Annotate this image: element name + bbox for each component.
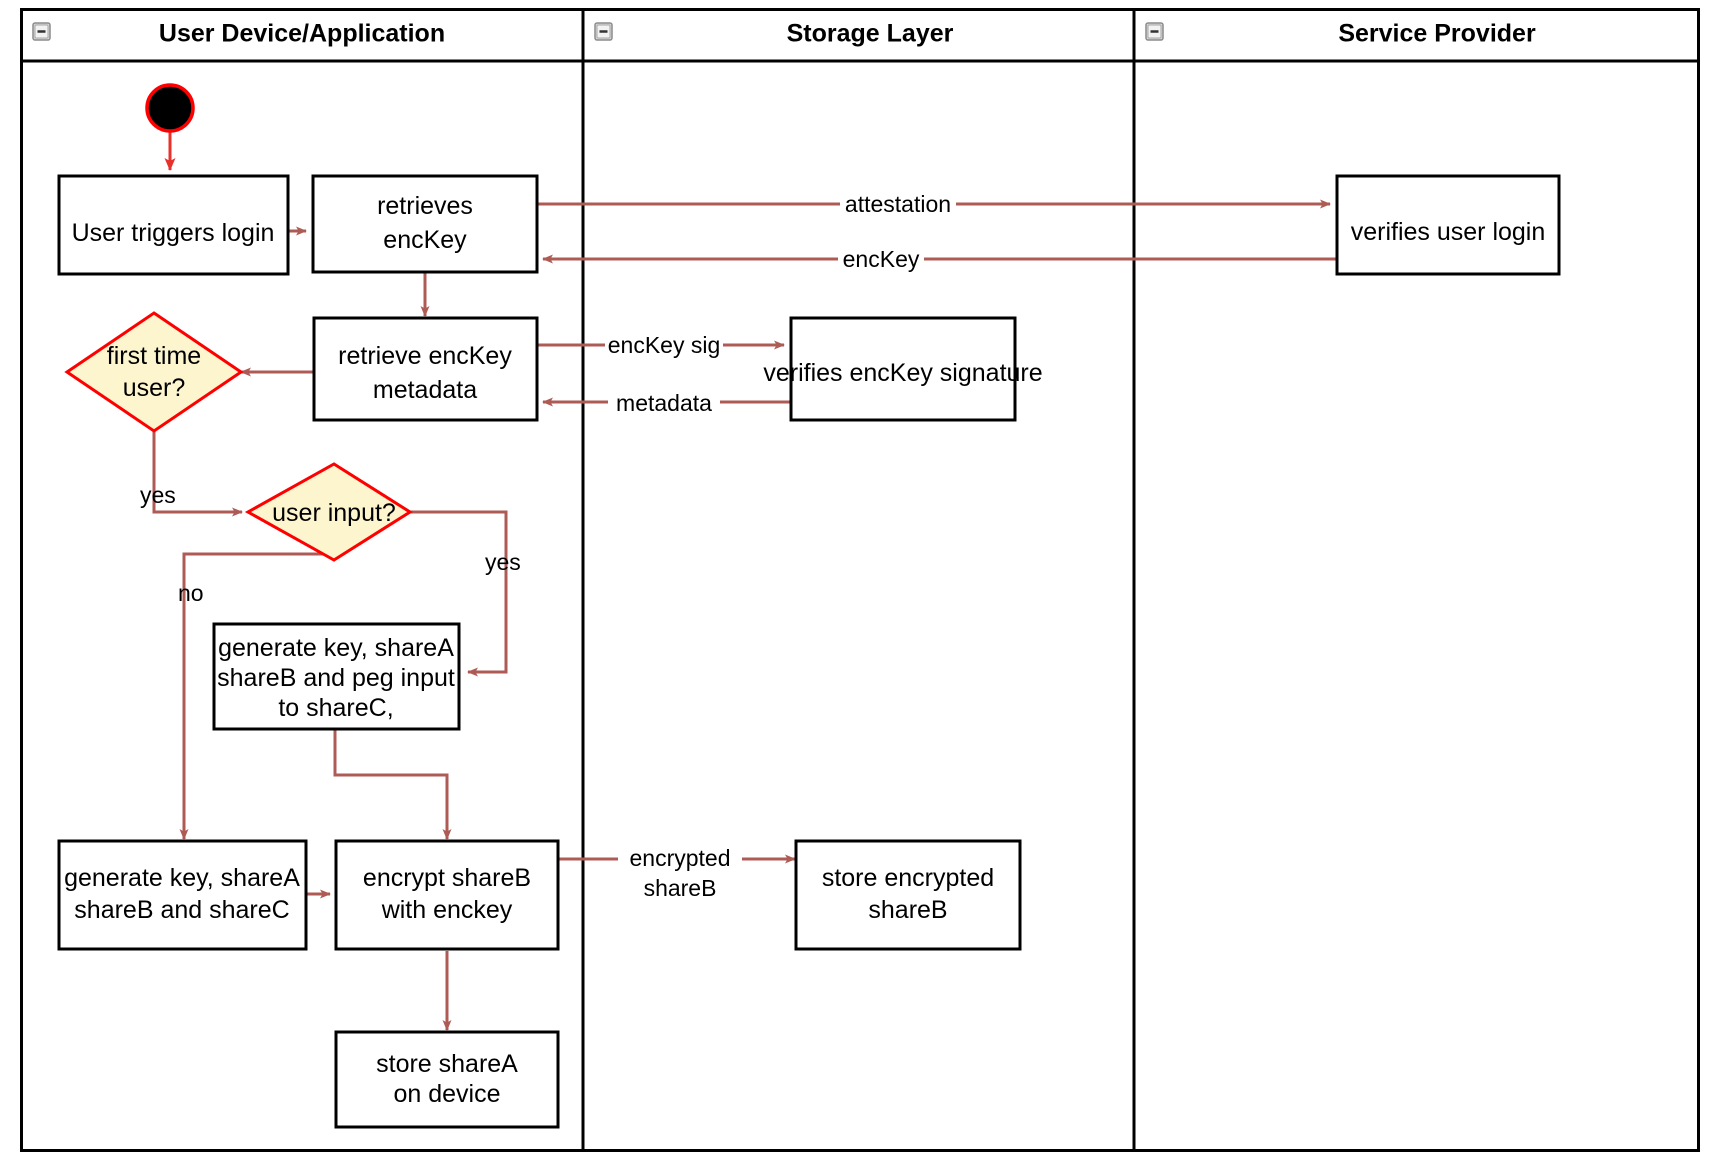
edge-label-text: encKey xyxy=(843,246,920,272)
node-label-line-2: encKey xyxy=(383,226,467,254)
node-label-line-1: store shareA xyxy=(376,1050,518,1078)
edge-label-text: no xyxy=(178,580,204,606)
node-retrieve-enckey-metadata[interactable]: retrieve encKey metadata xyxy=(312,316,539,422)
edge-label-text: metadata xyxy=(616,390,712,416)
node-label-line-1: generate key, shareA xyxy=(64,864,300,892)
lane-header-service-provider[interactable]: Service Provider xyxy=(1145,20,1536,48)
edge-label-attestation: attestation xyxy=(840,190,956,217)
node-store-encrypted-shareb[interactable]: store encrypted shareB xyxy=(794,839,1022,951)
node-verifies-user-login[interactable]: verifies user login xyxy=(1335,174,1561,276)
flow-first-time-yes-to-user-input xyxy=(152,419,243,517)
node-label-line-2: shareB and shareC xyxy=(74,896,289,924)
node-generate-key-shares[interactable]: generate key, shareA shareB and shareC xyxy=(57,839,308,951)
node-label: verifies encKey signature xyxy=(763,359,1042,387)
node-label-line-1: encrypt shareB xyxy=(363,864,531,892)
edge-label-text: yes xyxy=(140,482,176,508)
node-first-time-user-decision[interactable]: first time user? xyxy=(64,311,244,433)
lane-title-storage-layer: Storage Layer xyxy=(787,20,954,48)
node-label: verifies user login xyxy=(1351,218,1546,246)
node-user-triggers-login[interactable]: User triggers login xyxy=(57,174,290,276)
edge-label-metadata: metadata xyxy=(608,389,720,416)
edge-label-text: attestation xyxy=(845,191,951,217)
lane-title-service-provider: Service Provider xyxy=(1338,20,1536,48)
node-generate-key-peg[interactable]: generate key, shareA shareB and peg inpu… xyxy=(212,622,461,731)
node-store-sharea[interactable]: store shareA on device xyxy=(334,1030,560,1129)
node-label-line-1: store encrypted xyxy=(822,864,994,892)
edge-label-yes-user-input: yes xyxy=(485,549,521,575)
node-label: User triggers login xyxy=(72,219,275,247)
edge-label-enckey-sig: encKey sig xyxy=(605,331,723,358)
lane-title-user-device: User Device/Application xyxy=(159,20,445,48)
flow-generate-peg-to-encrypt xyxy=(333,729,452,840)
node-label-line-2: shareB and peg input xyxy=(217,664,455,692)
node-label-line-2: with enckey xyxy=(381,896,513,924)
node-verifies-enckey-signature[interactable]: verifies encKey signature xyxy=(763,316,1043,422)
edge-label-text-line-1: encrypted xyxy=(629,845,730,871)
node-user-input-decision[interactable]: user input? xyxy=(244,462,413,562)
edge-label-no-user-input: no xyxy=(178,580,204,606)
lane-collapse-icon-user-device[interactable] xyxy=(32,22,51,41)
node-label-line-2: on device xyxy=(393,1080,500,1108)
node-label-line-3: to shareC, xyxy=(278,694,393,722)
node-label-line-2: shareB xyxy=(868,896,947,924)
start-node xyxy=(145,83,195,133)
flow-user-input-yes-to-generate-peg xyxy=(410,510,508,677)
edge-label-text-line-2: shareB xyxy=(644,875,717,901)
flow-user-input-no-to-generate-shares xyxy=(179,552,326,840)
edge-label-text: encKey sig xyxy=(608,332,721,358)
node-label-line-2: user? xyxy=(123,374,186,402)
edge-label-text: yes xyxy=(485,549,521,575)
lane-header-user-device[interactable]: User Device/Application xyxy=(32,20,445,48)
edge-label-encrypted-shareb: encrypted shareB xyxy=(618,845,742,901)
node-retrieves-enckey[interactable]: retrieves encKey xyxy=(311,174,539,274)
lane-header-storage-layer[interactable]: Storage Layer xyxy=(594,20,954,48)
edge-label-yes-first-time: yes xyxy=(140,482,176,508)
node-encrypt-shareb[interactable]: encrypt shareB with enckey xyxy=(334,839,560,951)
node-label-line-1: retrieves xyxy=(377,192,473,220)
node-label-line-1: generate key, shareA xyxy=(218,634,454,662)
node-label-line-1: retrieve encKey xyxy=(338,342,512,370)
edge-label-enckey: encKey xyxy=(838,245,924,272)
node-label-line-2: metadata xyxy=(373,376,477,404)
lane-collapse-icon-service-provider[interactable] xyxy=(1145,22,1164,41)
node-label: user input? xyxy=(272,499,396,527)
lane-collapse-icon-storage-layer[interactable] xyxy=(594,22,613,41)
node-label-line-1: first time xyxy=(107,342,201,370)
